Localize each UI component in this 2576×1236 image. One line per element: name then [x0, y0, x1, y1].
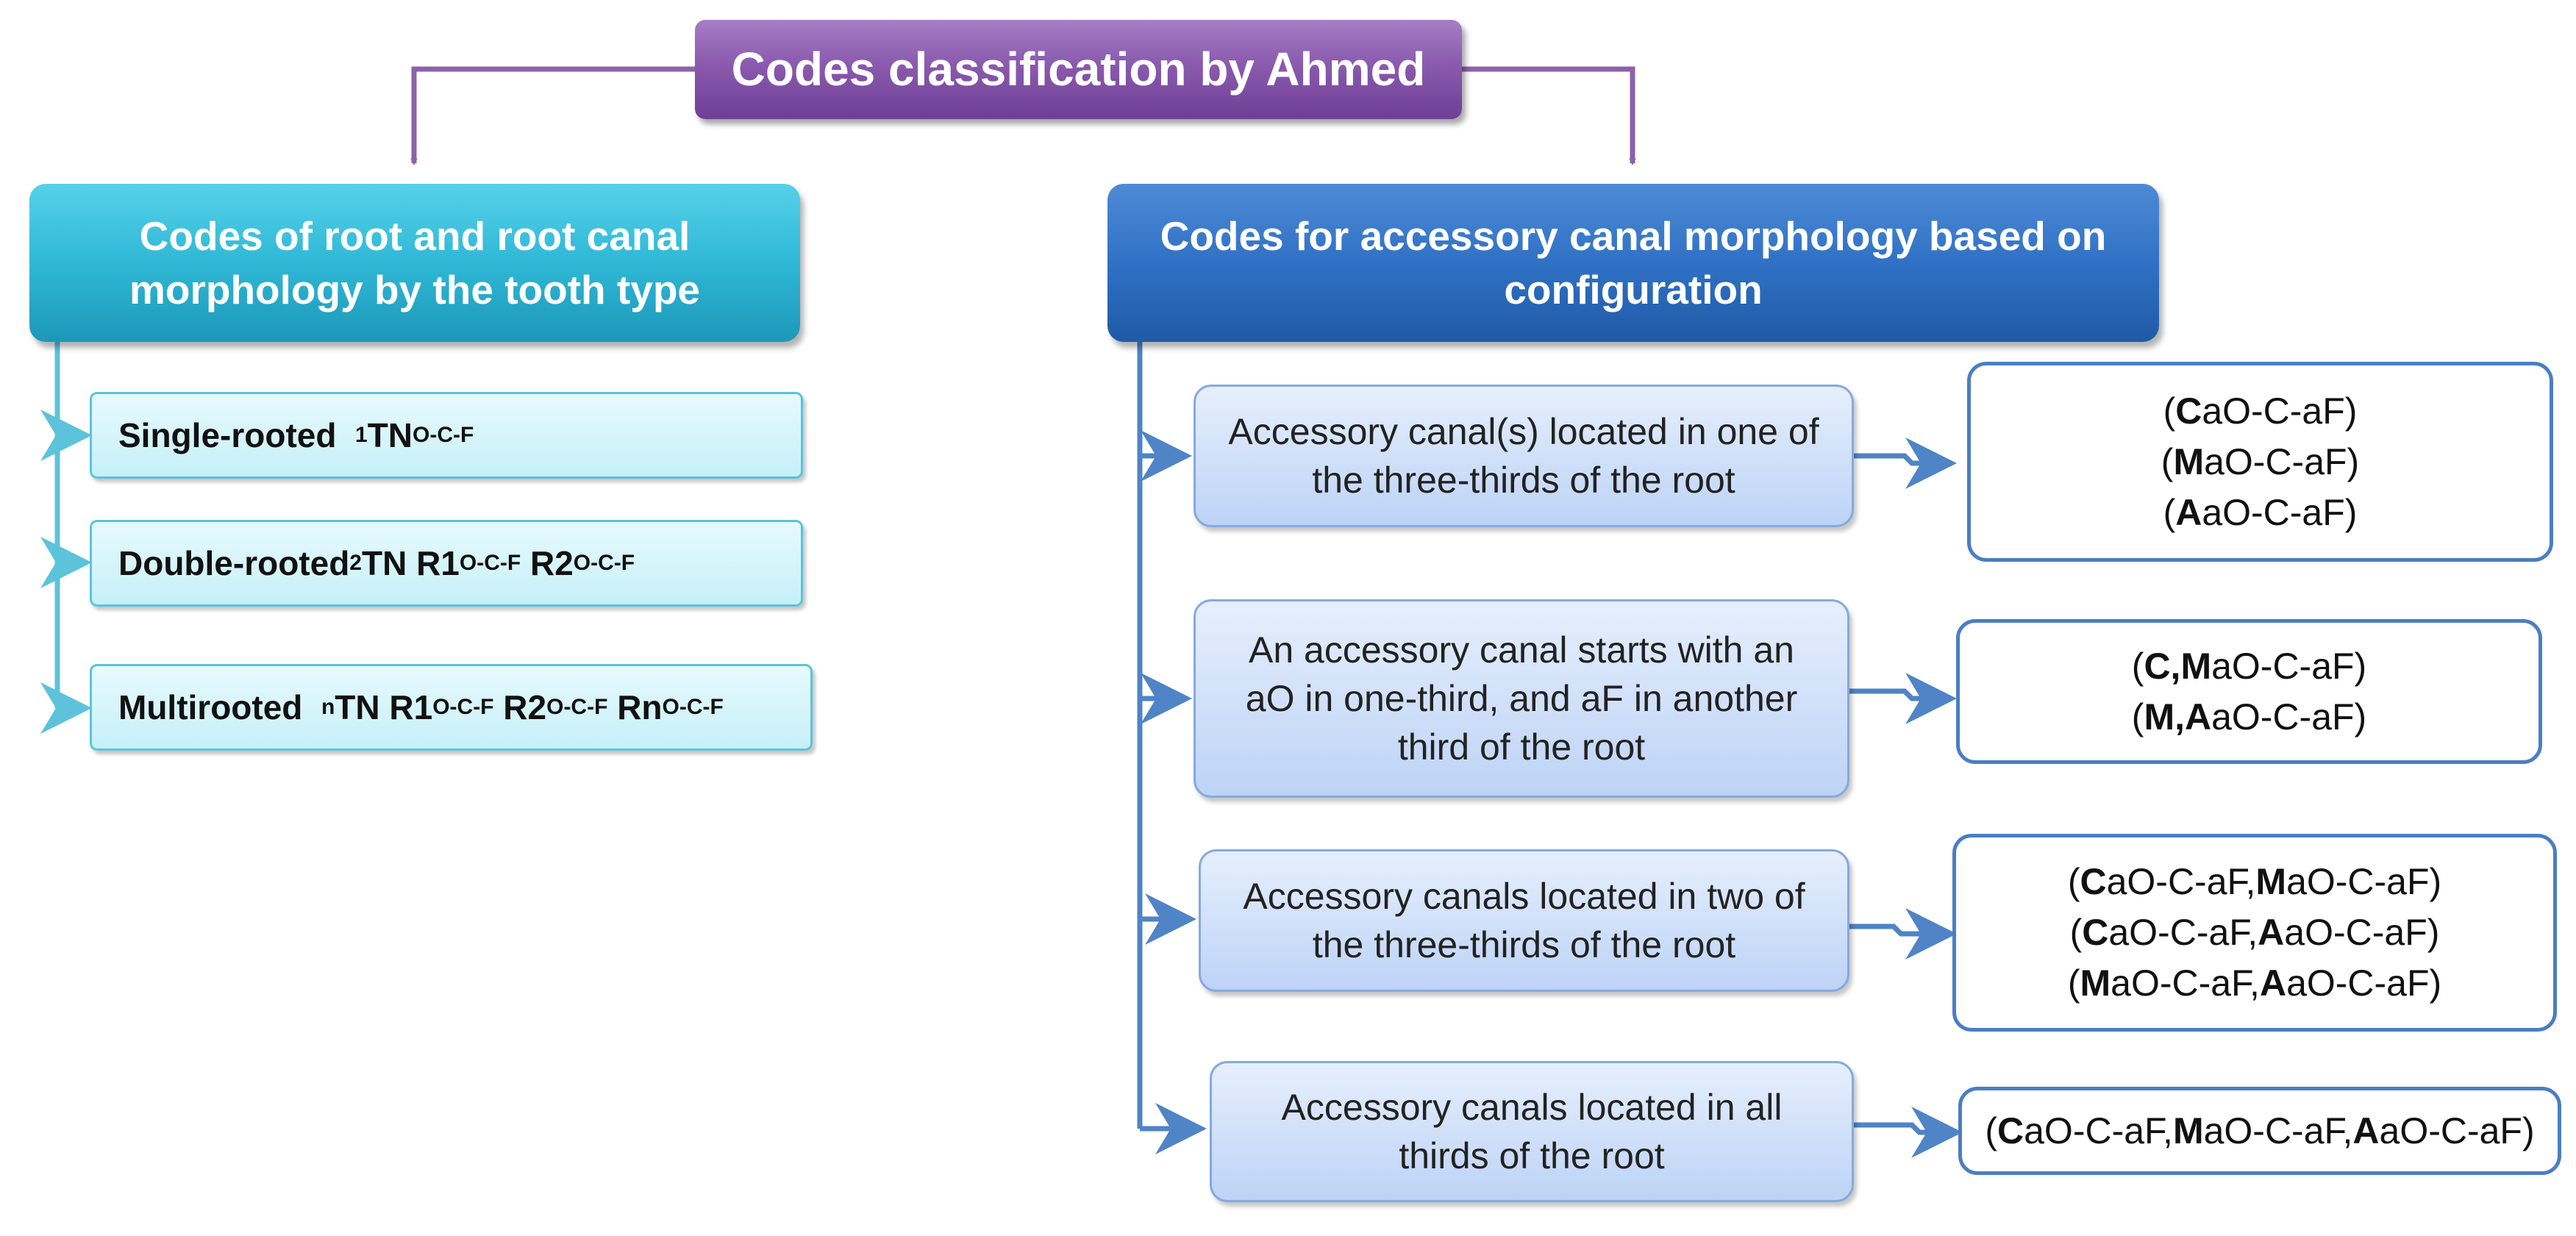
code-fragment: aO-C-aF)	[2286, 861, 2442, 902]
code-fragment: aO-C-aF)	[2379, 1110, 2535, 1151]
code-line: (M,AaO-C-aF)	[2132, 692, 2366, 743]
code-fragment: (	[2131, 645, 2144, 687]
title-arrows	[410, 66, 1636, 165]
code-line: (CaO-C-aF)	[2163, 386, 2358, 437]
code-text: R2	[521, 543, 574, 582]
code-letter: A	[2258, 912, 2285, 953]
code-fragment: aO-C-aF,	[2111, 962, 2260, 1004]
diagram-title: Codes classification by Ahmed	[695, 20, 1462, 119]
item-name: Double-rooted	[118, 543, 350, 582]
code-text: TN R1	[361, 543, 460, 582]
code-letter: C	[2175, 390, 2202, 432]
code-line: (MaO-C-aF)	[2161, 437, 2359, 487]
code-text: TN R1	[335, 687, 433, 726]
arrow-to-right-category	[1462, 66, 1636, 165]
code-letter: A	[2352, 1110, 2380, 1151]
code-letter: M	[2080, 962, 2111, 1004]
code-line: (CaO-C-aF,AaO-C-aF)	[2070, 907, 2440, 958]
code-fragment: aO-C-aF)	[2211, 696, 2367, 737]
code-line: (CaO-C-aF,MaO-C-aF,AaO-C-aF)	[1985, 1106, 2534, 1157]
code-fragment: aO-C-aF)	[2204, 440, 2360, 482]
category-accessory-canal-morphology: Codes for accessory canal morphology bas…	[1107, 184, 2159, 342]
code-fragment: aO-C-aF)	[2211, 645, 2367, 687]
description-box-all-thirds: Accessory canals located in all thirds o…	[1210, 1061, 1854, 1202]
description-box-two-thirds: Accessory canals located in two of the t…	[1199, 849, 1849, 992]
code-letter: M	[2255, 861, 2287, 902]
code-fragment: aO-C-aF,	[2108, 912, 2258, 953]
code-fragment: aO-C-aF,	[2203, 1110, 2353, 1151]
code-text: TN	[367, 415, 413, 454]
code-fragment: aO-C-aF,	[2106, 861, 2256, 902]
code-box-two-thirds: (CaO-C-aF,MaO-C-aF)(CaO-C-aF,AaO-C-aF)(M…	[1952, 834, 2557, 1032]
code-fragment: (	[2131, 696, 2144, 737]
code-letter: C	[2080, 861, 2107, 902]
code-letter: C	[2082, 912, 2109, 953]
code-letter: M	[2172, 1110, 2204, 1151]
code-fragment: aO-C-aF)	[2284, 912, 2440, 953]
code-fragment: (	[2067, 861, 2080, 902]
code-fragment: (	[2069, 912, 2083, 953]
arrow-to-left-category	[410, 66, 695, 165]
code-fragment: (	[2161, 440, 2174, 482]
code-letter: M,A	[2144, 696, 2212, 737]
code-line: (MaO-C-aF,AaO-C-aF)	[2068, 958, 2441, 1009]
left-connectors	[40, 342, 92, 734]
code-line: (C,MaO-C-aF)	[2132, 641, 2366, 692]
code-fragment: aO-C-aF,	[2024, 1110, 2173, 1151]
code-fragment: aO-C-aF)	[2202, 390, 2358, 432]
code-fragment: (	[2163, 390, 2176, 432]
right-connectors	[1137, 342, 1963, 1158]
code-letter: C	[1997, 1110, 2024, 1151]
code-fragment: (	[2067, 962, 2080, 1004]
code-text: Rn	[607, 687, 663, 726]
code-box-all-thirds: (CaO-C-aF,MaO-C-aF,AaO-C-aF)	[1958, 1087, 2561, 1175]
code-fragment: aO-C-aF)	[2202, 491, 2358, 533]
code-box-spanning-thirds: (C,MaO-C-aF)(M,AaO-C-aF)	[1956, 619, 2542, 764]
category-root-canal-morphology: Codes of root and root canal morphology …	[29, 184, 800, 342]
item-name: Single-rooted	[118, 415, 337, 454]
description-box-one-third: Accessory canal(s) located in one of the…	[1194, 385, 1854, 527]
code-text: R2	[493, 687, 547, 726]
code-fragment: aO-C-aF)	[2286, 962, 2442, 1004]
description-box-spanning-thirds: An accessory canal starts with an aO in …	[1194, 599, 1849, 798]
code-fragment: (	[2163, 491, 2176, 533]
item-name: Multirooted	[118, 687, 303, 726]
code-letter: A	[2175, 491, 2202, 533]
code-box-one-third: (CaO-C-aF)(MaO-C-aF)(AaO-C-aF)	[1967, 362, 2553, 562]
code-letter: M	[2173, 440, 2205, 482]
code-letter: C,M	[2144, 645, 2212, 687]
code-line: (AaO-C-aF)	[2163, 487, 2358, 538]
code-fragment: (	[1985, 1110, 1998, 1151]
code-line: (CaO-C-aF,MaO-C-aF)	[2068, 857, 2441, 907]
code-letter: A	[2259, 962, 2287, 1004]
